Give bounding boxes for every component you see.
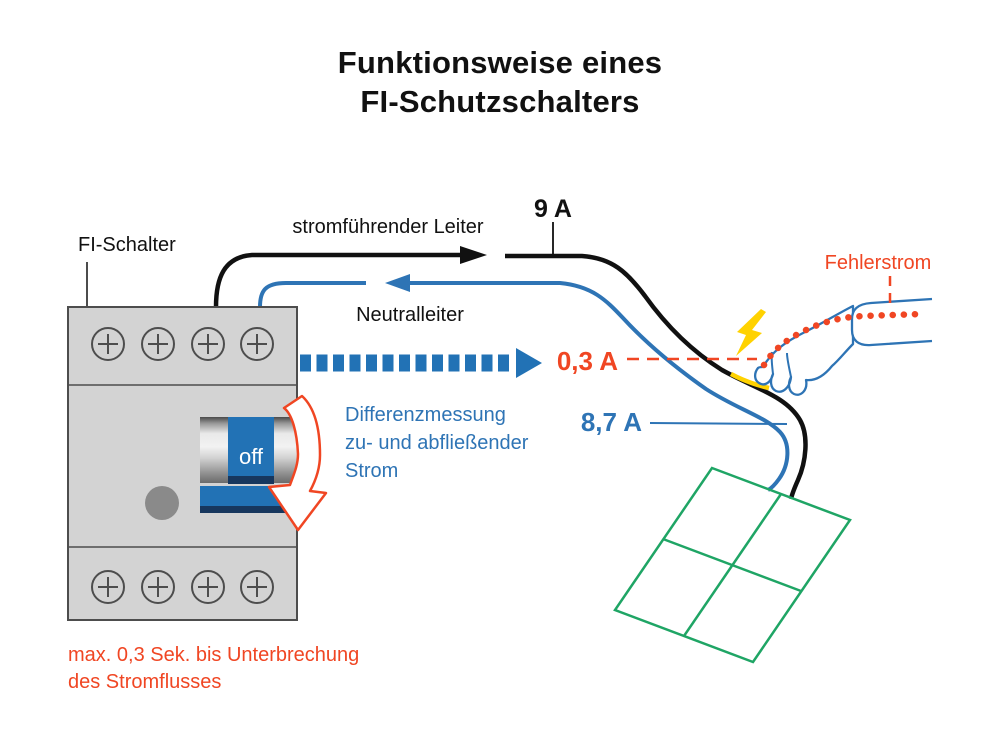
hand-outline	[753, 304, 855, 396]
electric-shock-icon	[736, 309, 766, 356]
sleeve-cuff	[850, 297, 933, 347]
neutral-wire	[258, 274, 790, 492]
footnote-line2: des Stromflusses	[68, 671, 221, 693]
footnote-line1: max. 0,3 Sek. bis Unterbrechung	[68, 644, 359, 666]
test-button	[145, 486, 179, 520]
rcd-breaker-device: off	[67, 306, 298, 621]
finger-line-1	[786, 352, 792, 378]
differential-flow-arrow	[300, 348, 542, 378]
hand-illustration	[753, 297, 933, 396]
fault-current-value: 0,3 A	[557, 346, 618, 376]
page-title-line2: FI-Schutzschalters	[360, 84, 639, 119]
page-title-line1: Funktionsweise eines	[338, 45, 662, 80]
switch-state-label: off	[239, 444, 264, 469]
neutral-wire-label: Neutralleiter	[356, 304, 464, 326]
fault-current-path	[760, 310, 926, 369]
appliance-panel	[613, 466, 852, 664]
damaged-insulation-segment	[729, 372, 770, 391]
differential-label-line3: Strom	[345, 460, 398, 482]
switch-off-arrow	[267, 394, 328, 532]
returning-current-value: 8,7 A	[581, 407, 642, 437]
live-wire-arrowhead	[460, 246, 487, 264]
fehlerstrom-label: Fehlerstrom	[825, 252, 932, 274]
toggle-switch: off	[200, 417, 297, 513]
neutral-wire-arrowhead	[385, 274, 410, 292]
differential-label-line2: zu- und abfließender	[345, 432, 529, 454]
incoming-current-value: 9 A	[534, 195, 572, 223]
live-wire-label: stromführender Leiter	[292, 216, 484, 238]
differential-label-line1: Differenzmessung	[345, 404, 506, 426]
switch-band	[228, 417, 274, 483]
breaker-label: FI-Schalter	[78, 234, 176, 256]
returning-current-pointer	[649, 422, 788, 425]
